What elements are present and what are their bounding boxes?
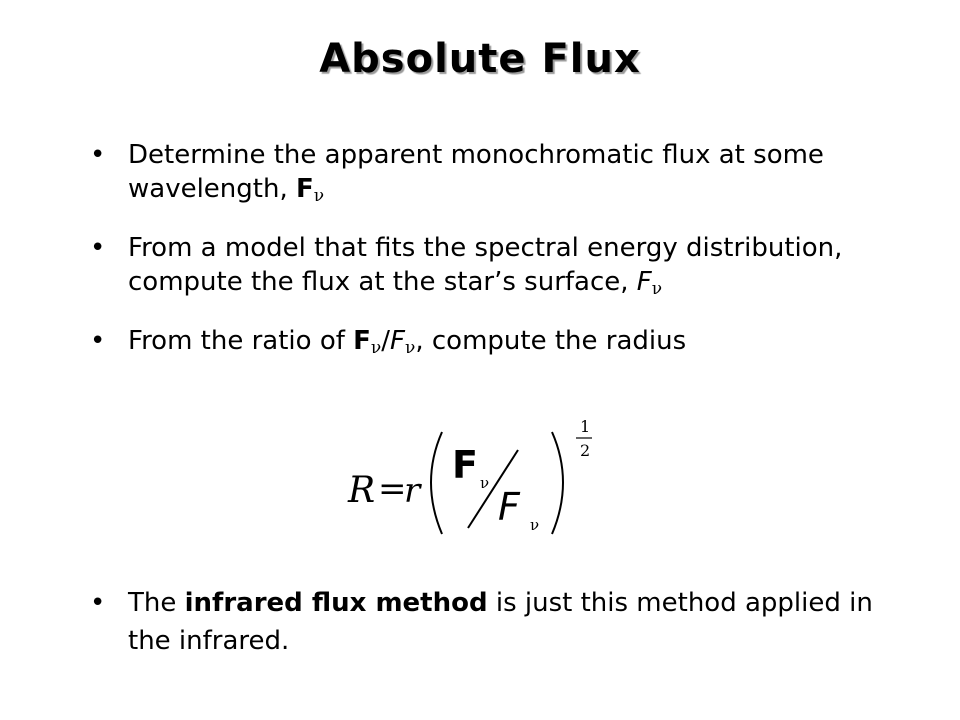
flux-symbol-apparent: F [295,174,314,204]
nu-subscript: ν [370,338,382,358]
bullet-text: , compute the radius [415,326,687,356]
bullet-list-bottom: The infrared flux method is just this me… [90,584,910,660]
bullet-list: Determine the apparent monochromatic flu… [90,138,910,383]
bullet-text: Determine the apparent monochromatic flu… [128,140,824,204]
equation-denominator: F [498,485,521,529]
bullet-ratio: From the ratio of Fν/Fν, compute the rad… [90,324,910,365]
ratio-slash: / [381,326,391,356]
bullet-text: From a model that fits the spectral ener… [128,233,843,297]
equation-denominator-sub: ν [530,516,539,534]
bullet-text: is just this method applied in the infra… [128,588,873,656]
left-paren [430,431,443,535]
slide-title: Absolute Flux [319,36,641,82]
exponent-numerator: 1 [580,417,590,436]
flux-symbol-surface: F [636,267,652,297]
bullet-infrared-method: The infrared flux method is just this me… [90,584,910,660]
flux-symbol-apparent: F [353,326,371,356]
equation-lhs: R [347,470,375,511]
fraction-slash [467,449,519,529]
right-paren [551,431,564,535]
nu-subscript: ν [651,279,663,299]
equation-factor: r [404,471,422,511]
equation-numerator: F [452,443,478,487]
bullet-text: From the ratio of [128,326,354,356]
bullet-surface-flux: From a model that fits the spectral ener… [90,231,910,306]
nu-subscript: ν [405,338,416,358]
flux-symbol-surface: F [390,326,405,356]
equation-equals: = [378,469,407,509]
nu-subscript: ν [313,186,325,206]
radius-equation: R = r F ν F ν 1 2 [347,417,592,535]
bullet-apparent-flux: Determine the apparent monochromatic flu… [90,138,910,213]
bullet-emphasis: infrared flux method [184,588,488,618]
equation-numerator-sub: ν [480,474,489,492]
exponent-denominator: 2 [580,441,590,460]
bullet-text: The [128,588,185,618]
